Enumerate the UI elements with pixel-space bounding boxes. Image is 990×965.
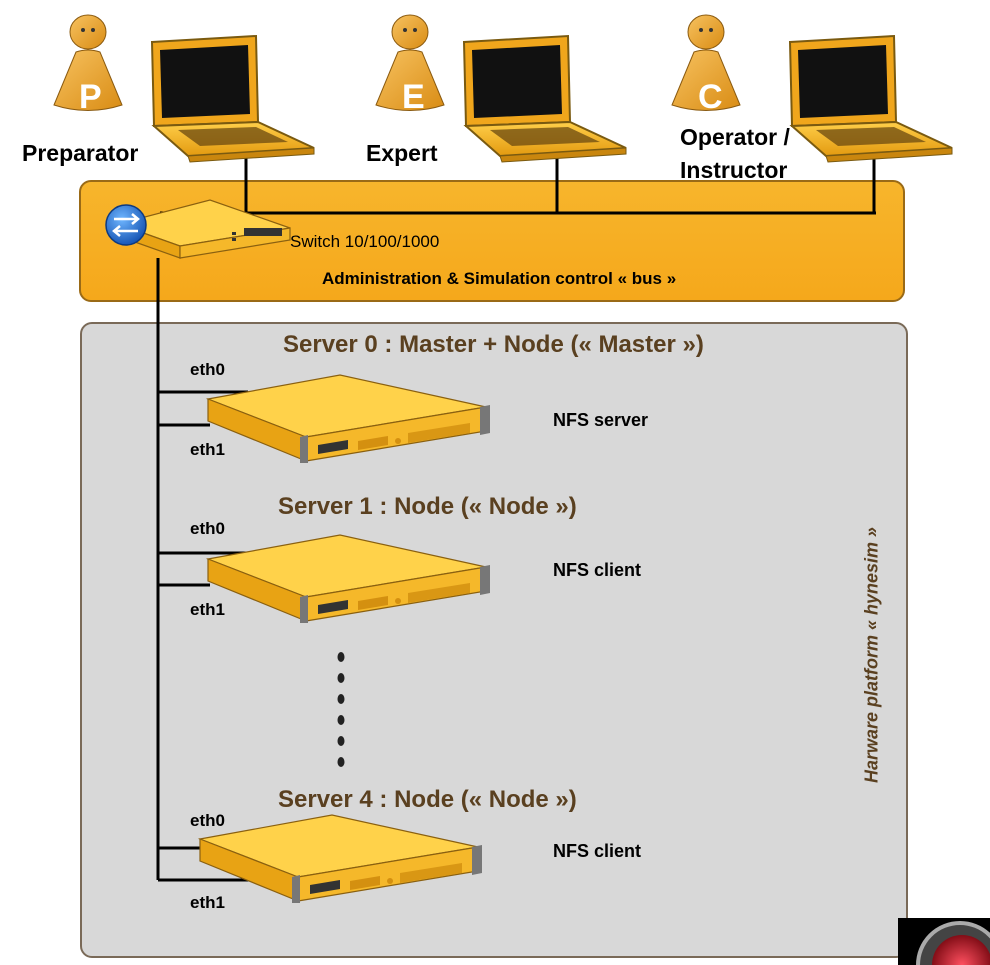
server-4-role: NFS client bbox=[553, 841, 642, 861]
server-1-role: NFS client bbox=[553, 560, 642, 580]
preparator-laptop-icon bbox=[151, 35, 315, 163]
server-1-title: Server 1 : Node (« Node ») bbox=[278, 493, 577, 520]
server-cabling bbox=[156, 258, 270, 882]
server-4-eth0: eth0 bbox=[190, 811, 225, 830]
server-0-icon bbox=[207, 374, 491, 464]
server-0-eth1: eth1 bbox=[190, 440, 225, 459]
server-4-icon bbox=[199, 814, 483, 904]
switch-label: Switch 10/100/1000 bbox=[290, 232, 440, 251]
operator-laptop-icon bbox=[789, 35, 953, 163]
platform-title: Harware platform « hynesim » bbox=[861, 526, 882, 784]
expert-letter: E bbox=[402, 78, 425, 116]
server-0-role: NFS server bbox=[553, 410, 649, 430]
preparator-letter: P bbox=[79, 78, 102, 116]
preparator-label: Preparator bbox=[22, 140, 139, 166]
logo-icon bbox=[898, 918, 990, 965]
server-1-eth0: eth0 bbox=[190, 519, 225, 538]
operator-label: Operator / bbox=[680, 124, 790, 150]
server-4-eth1: eth1 bbox=[190, 893, 225, 912]
switch-icon bbox=[105, 199, 291, 259]
instructor-label: Instructor bbox=[680, 157, 788, 183]
server-0-eth0: eth0 bbox=[190, 360, 225, 379]
server-1-eth1: eth1 bbox=[190, 600, 225, 619]
bus-title: Administration & Simulation control « bu… bbox=[322, 269, 677, 288]
more-servers-ellipsis bbox=[337, 652, 345, 767]
server-1-icon bbox=[207, 534, 491, 624]
server-0-title: Server 0 : Master + Node (« Master ») bbox=[283, 331, 704, 358]
expert-laptop-icon bbox=[463, 35, 627, 163]
operator-letter: C bbox=[698, 78, 723, 116]
expert-label: Expert bbox=[366, 140, 438, 166]
server-4-title: Server 4 : Node (« Node ») bbox=[278, 786, 577, 813]
